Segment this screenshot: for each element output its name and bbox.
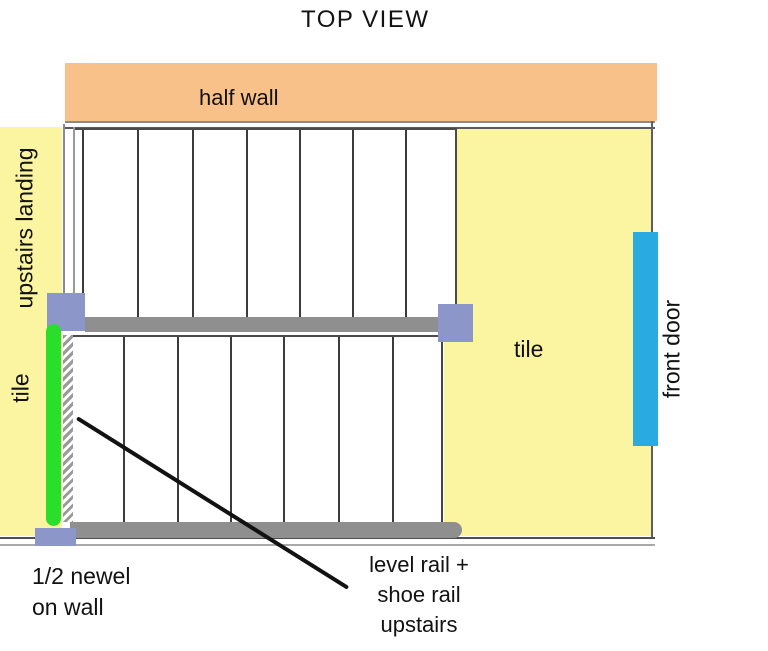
stair-riser-line bbox=[230, 337, 232, 522]
upstairs-landing-label: upstairs landing bbox=[11, 147, 38, 309]
rail-note-line2: shoe rail bbox=[377, 582, 461, 607]
stair-riser-line bbox=[246, 130, 248, 318]
stair-riser-line bbox=[123, 337, 125, 522]
front-door-label: front door bbox=[658, 299, 685, 399]
stair-riser-line bbox=[137, 130, 139, 318]
green-highlight-rail bbox=[46, 324, 61, 526]
newel-note-line2: on wall bbox=[32, 594, 104, 620]
lower-stair-flight bbox=[73, 335, 443, 522]
level-rail-bar bbox=[85, 317, 455, 332]
half-wall-region bbox=[65, 63, 657, 121]
upper-stair-flight bbox=[75, 128, 457, 318]
front-door-region bbox=[633, 232, 658, 446]
stair-riser-line bbox=[82, 130, 84, 318]
stair-riser-line bbox=[405, 130, 407, 318]
stair-left-jagged-edge bbox=[63, 335, 74, 522]
tile-right-label: tile bbox=[514, 336, 544, 362]
bottom-wall-line bbox=[0, 537, 655, 546]
half-newel-on-wall bbox=[35, 528, 76, 546]
rail-note-line3: upstairs bbox=[380, 612, 458, 637]
stair-riser-line bbox=[177, 337, 179, 522]
stair-riser-line bbox=[352, 130, 354, 318]
half-wall-label: half wall bbox=[199, 85, 279, 110]
stair-riser-line bbox=[192, 130, 194, 318]
stair-riser-line bbox=[283, 337, 285, 522]
stair-riser-line bbox=[338, 337, 340, 522]
right-tile-region bbox=[444, 128, 653, 536]
left-wall-outer-line bbox=[63, 124, 65, 296]
newel-post-right bbox=[438, 304, 473, 342]
rail-note-line1: level rail + bbox=[369, 552, 469, 577]
newel-note-label: 1/2 newel on wall bbox=[32, 561, 130, 623]
stair-riser-line bbox=[299, 130, 301, 318]
tile-left-label: tile bbox=[7, 373, 34, 403]
shoe-rail-bar bbox=[70, 522, 462, 538]
stair-riser-line bbox=[392, 337, 394, 522]
newel-note-line1: 1/2 newel bbox=[32, 563, 131, 589]
rail-note-label: level rail + shoe rail upstairs bbox=[340, 550, 498, 640]
left-wall-inner-line bbox=[73, 127, 75, 295]
page-title: TOP VIEW bbox=[301, 6, 430, 33]
